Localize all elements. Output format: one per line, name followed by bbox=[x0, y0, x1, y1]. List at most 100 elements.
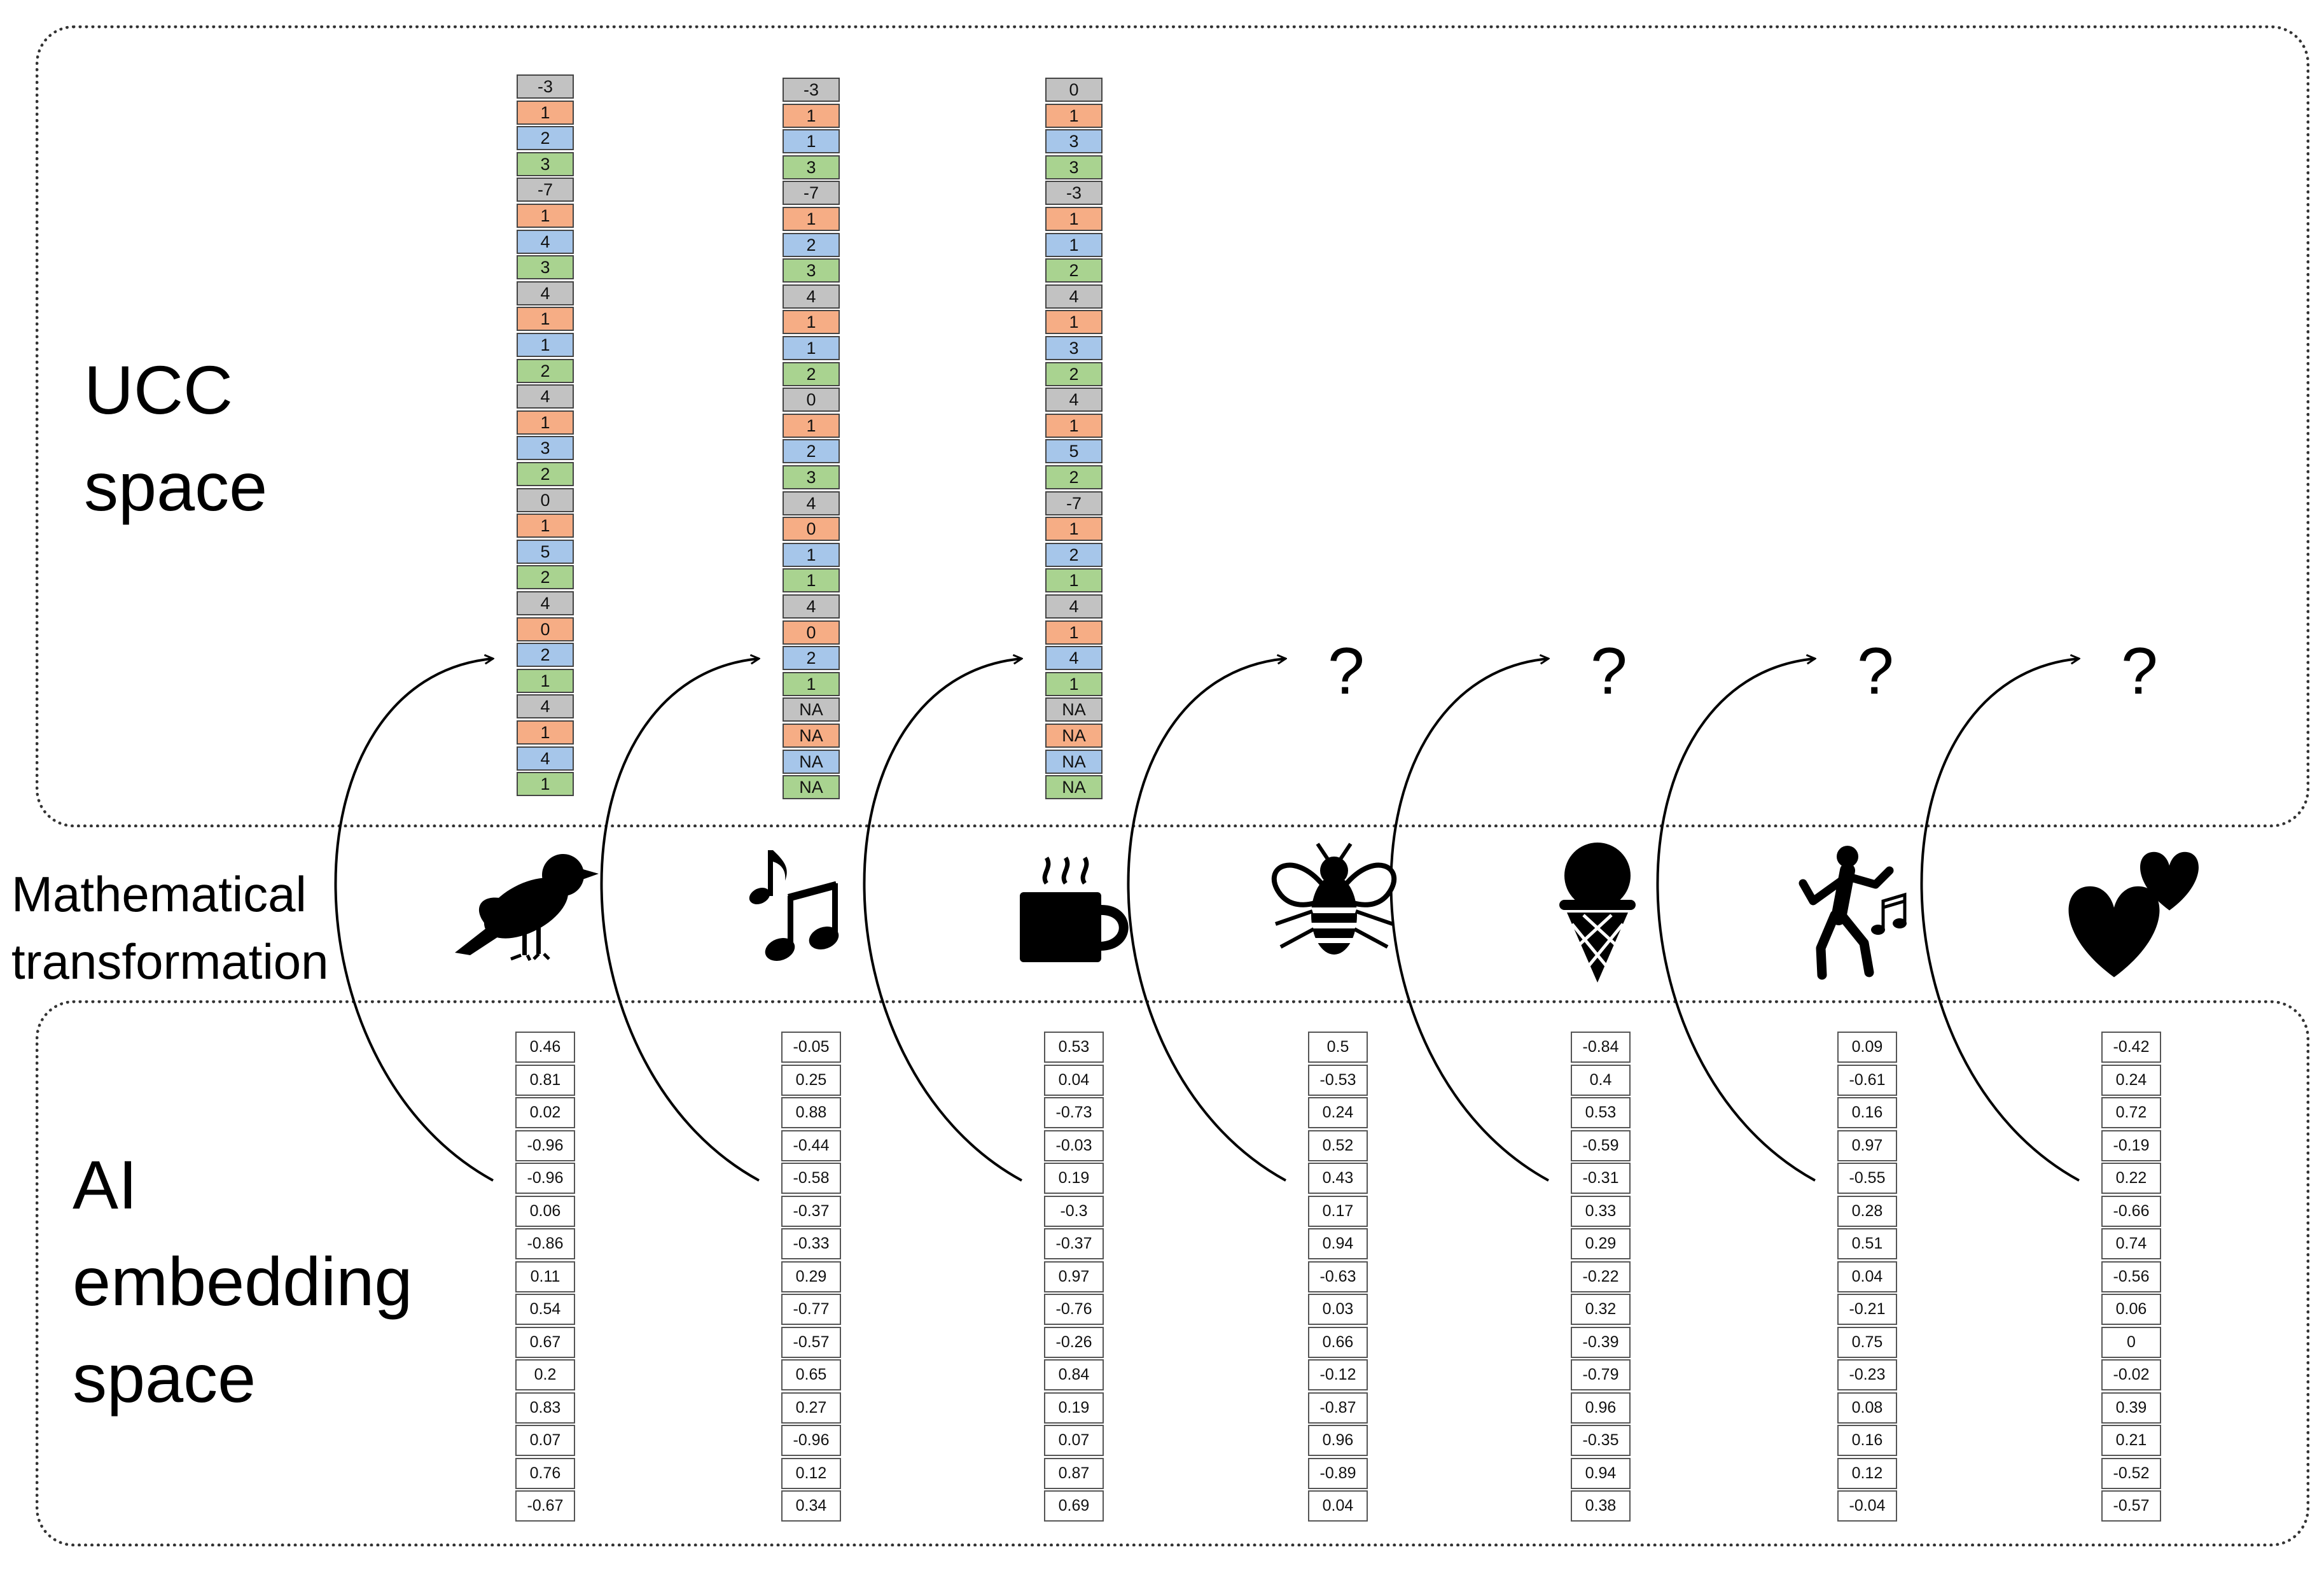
ai-embedding-cell: 0.53 bbox=[1044, 1032, 1104, 1063]
ucc-vector-cell: 4 bbox=[517, 281, 574, 305]
unknown-ucc-marker: ? bbox=[1590, 634, 1627, 708]
ai-embedding-cell: -0.02 bbox=[2101, 1359, 2161, 1390]
ucc-vector-cell: 4 bbox=[517, 591, 574, 615]
ucc-vector-cell: 5 bbox=[1045, 439, 1103, 464]
ucc-vector-cell: 2 bbox=[783, 232, 840, 257]
ucc-vector-cell: 1 bbox=[517, 333, 574, 357]
ai-embedding-cell: -0.22 bbox=[1571, 1261, 1631, 1292]
ai-embedding-cell: -0.73 bbox=[1044, 1097, 1104, 1128]
ai-embedding-cell: 0.16 bbox=[1837, 1097, 1897, 1128]
ai-embedding-cell: 0.21 bbox=[2101, 1425, 2161, 1456]
ai-embedding-cell: 0.97 bbox=[1837, 1130, 1897, 1161]
ucc-vector-cell: 0 bbox=[783, 517, 840, 542]
ucc-vector-cell: 4 bbox=[517, 694, 574, 719]
ai-embedding-cell: -0.26 bbox=[1044, 1326, 1104, 1358]
ai-embedding-cell: 0.52 bbox=[1308, 1130, 1368, 1161]
ai-embedding-cell: 0.06 bbox=[515, 1195, 575, 1227]
ai-embedding-cell: 0.03 bbox=[1308, 1294, 1368, 1325]
ai-embedding-cell: -0.86 bbox=[515, 1228, 575, 1259]
ucc-vector-cell: 2 bbox=[783, 361, 840, 386]
ucc-vector-cell: 4 bbox=[1045, 646, 1103, 671]
ai-embedding-cell: -0.63 bbox=[1308, 1261, 1368, 1292]
ai-embedding-cell: 0.53 bbox=[1571, 1097, 1631, 1128]
ucc-vector-cell: 3 bbox=[1045, 336, 1103, 360]
ai-embedding-cell: 0.16 bbox=[1837, 1425, 1897, 1456]
ai-embedding-cell: 0.76 bbox=[515, 1457, 575, 1489]
ai-embedding-cell: 0.25 bbox=[781, 1064, 841, 1096]
ai-embedding-cell: 0.27 bbox=[781, 1392, 841, 1424]
unknown-ucc-marker: ? bbox=[1857, 634, 1894, 708]
ucc-vector-cell: 4 bbox=[517, 746, 574, 771]
dancing-person-icon bbox=[1799, 846, 1907, 980]
ucc-vector-cell: 0 bbox=[517, 487, 574, 512]
ai-embedding-cell: 0.2 bbox=[515, 1359, 575, 1390]
ucc-vector-cell: 3 bbox=[783, 155, 840, 179]
ucc-vector-cell: 3 bbox=[783, 258, 840, 283]
transformation-arrows bbox=[334, 659, 2080, 1182]
ucc-vector-cell: 1 bbox=[517, 307, 574, 332]
transformation-arrow bbox=[334, 659, 494, 1182]
ucc-vector-cell: 3 bbox=[783, 465, 840, 489]
transformation-arrow bbox=[1656, 659, 1816, 1182]
ucc-vector-cell: NA bbox=[783, 775, 840, 800]
bird-icon bbox=[455, 854, 599, 962]
ai-embedding-cell: 0.97 bbox=[1044, 1261, 1104, 1292]
ai-embedding-cell: 0.04 bbox=[1837, 1261, 1897, 1292]
ai-embedding-cell: 0.67 bbox=[515, 1326, 575, 1358]
ai-embedding-cell: -0.19 bbox=[2101, 1130, 2161, 1161]
ai-embedding-cell: 0.74 bbox=[2101, 1228, 2161, 1259]
ucc-vector-cell: 1 bbox=[1045, 517, 1103, 542]
bee-icon bbox=[1271, 843, 1397, 955]
ai-embedding-cell: -0.96 bbox=[515, 1163, 575, 1194]
ucc-vector-cell: 3 bbox=[517, 436, 574, 461]
ai-embedding-cell: 0.29 bbox=[781, 1261, 841, 1292]
ucc-vector-cell: -3 bbox=[783, 78, 840, 102]
ai-embedding-space-panel bbox=[36, 1000, 2309, 1546]
ucc-vector-cell: 1 bbox=[783, 542, 840, 567]
ai-embedding-cell: 0.22 bbox=[2101, 1163, 2161, 1194]
music-notes-icon bbox=[749, 850, 839, 961]
transformation-arrow bbox=[600, 659, 760, 1182]
ai-embedding-cell: 0.34 bbox=[781, 1490, 841, 1522]
ucc-vector-cell: 5 bbox=[517, 539, 574, 564]
ai-embedding-cell: 0.08 bbox=[1837, 1392, 1897, 1424]
ucc-vector-cell: NA bbox=[1045, 724, 1103, 748]
ucc-vector-cell: 2 bbox=[517, 462, 574, 486]
ucc-vector-cell: 1 bbox=[783, 129, 840, 154]
ucc-vector-cell: 2 bbox=[517, 358, 574, 383]
ai-embedding-cell: 0 bbox=[2101, 1326, 2161, 1358]
ai-embedding-cell: -0.55 bbox=[1837, 1163, 1897, 1194]
ai-embedding-cell: -0.53 bbox=[1308, 1064, 1368, 1096]
ai-embedding-cell: -0.37 bbox=[1044, 1228, 1104, 1259]
unknown-ucc-marker: ? bbox=[2121, 634, 2158, 708]
ai-embedding-cell: 0.94 bbox=[1308, 1228, 1368, 1259]
ucc-vector-cell: 4 bbox=[783, 594, 840, 619]
ai-embedding-cell: 0.38 bbox=[1571, 1490, 1631, 1522]
unknown-ucc-marker: ? bbox=[1328, 634, 1365, 708]
ucc-vector-cell: 2 bbox=[1045, 465, 1103, 489]
ai-embedding-cell: -0.33 bbox=[781, 1228, 841, 1259]
ucc-vector-cell: -7 bbox=[517, 178, 574, 202]
ai-embedding-cell: 0.83 bbox=[515, 1392, 575, 1424]
ai-embedding-cell: 0.12 bbox=[781, 1457, 841, 1489]
ai-embedding-cell: -0.66 bbox=[2101, 1195, 2161, 1227]
ucc-vector-cell: 4 bbox=[517, 229, 574, 254]
ai-embedding-cell: -0.79 bbox=[1571, 1359, 1631, 1390]
ai-embedding-cell: -0.77 bbox=[781, 1294, 841, 1325]
ucc-vector-cell: 1 bbox=[517, 720, 574, 745]
ucc-vector-cell: NA bbox=[783, 749, 840, 774]
ucc-vector-cell: 1 bbox=[1045, 568, 1103, 593]
ai-embedding-cell: 0.33 bbox=[1571, 1195, 1631, 1227]
ai-embedding-cell: -0.12 bbox=[1308, 1359, 1368, 1390]
hearts-icon bbox=[2068, 851, 2199, 977]
ai-embedding-cell: 0.94 bbox=[1571, 1457, 1631, 1489]
ai-embedding-cell: -0.23 bbox=[1837, 1359, 1897, 1390]
ai-embedding-cell: 0.07 bbox=[1044, 1425, 1104, 1456]
ai-embedding-cell: 0.11 bbox=[515, 1261, 575, 1292]
ai-embedding-cell: -0.96 bbox=[781, 1425, 841, 1456]
ai-embedding-cell: 0.96 bbox=[1308, 1425, 1368, 1456]
ai-embedding-cell: -0.21 bbox=[1837, 1294, 1897, 1325]
ai-embedding-cell: -0.59 bbox=[1571, 1130, 1631, 1161]
ai-embedding-cell: -0.39 bbox=[1571, 1326, 1631, 1358]
